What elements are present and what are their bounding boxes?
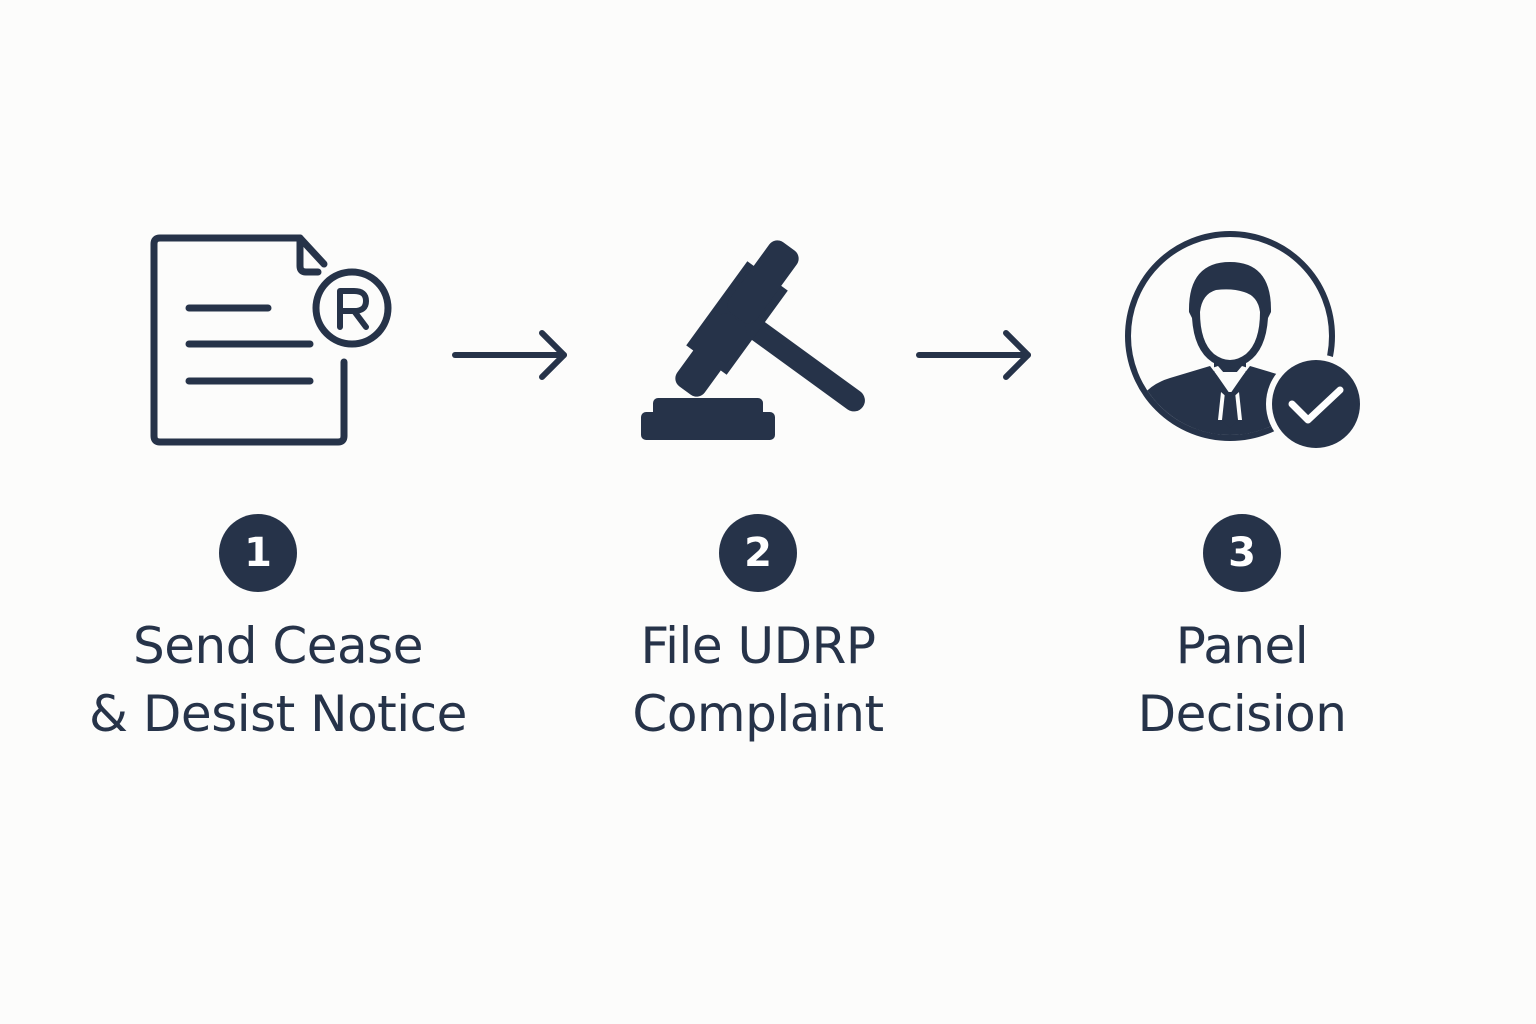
step-label-line: & Desist Notice xyxy=(89,685,467,743)
step-label-line: File UDRP xyxy=(640,617,876,675)
step-number-badge: 1 xyxy=(219,514,297,592)
arrow-right-icon xyxy=(916,330,1031,380)
gavel-icon xyxy=(641,240,865,440)
step-label: Panel Decision xyxy=(1022,612,1462,748)
step-number-badge: 3 xyxy=(1203,514,1281,592)
step-label: Send Cease & Desist Notice xyxy=(58,612,498,748)
trademark-document-icon xyxy=(150,234,392,446)
step-label: File UDRP Complaint xyxy=(538,612,978,748)
step-label-line: Send Cease xyxy=(133,617,423,675)
step-label-line: Complaint xyxy=(632,685,884,743)
step-number-badge: 2 xyxy=(719,514,797,592)
arrow-right-icon xyxy=(452,330,567,380)
step-label-line: Decision xyxy=(1137,685,1347,743)
approved-person-icon xyxy=(1125,231,1366,454)
step-label-line: Panel xyxy=(1175,617,1309,675)
